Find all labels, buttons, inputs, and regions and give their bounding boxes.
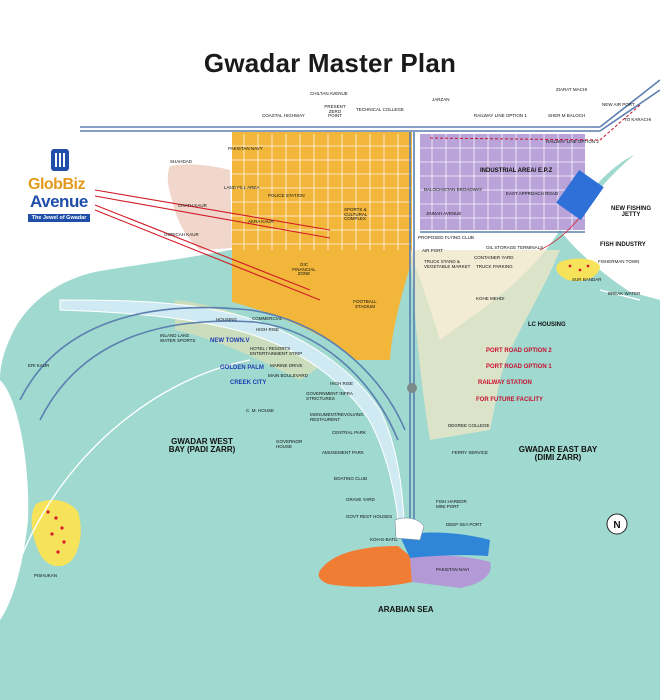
label-truck-parking: TRUCK PARKING — [476, 264, 513, 269]
label-sur-bandar: SUR BANDAR — [572, 277, 602, 282]
label-truck-stand: TRUCK STAND & VEGETABLE MARKET — [424, 259, 471, 269]
label-balochistan-broadway: BALOCHISTAN BROADWAY — [424, 187, 483, 192]
city-grid-south — [232, 232, 412, 360]
label-sher-m-baloch: SHER M BALOCH — [548, 113, 586, 118]
label-port-road-option2: PORT ROAD OPTION 2 — [486, 348, 552, 354]
label-eri-kaur: ERI KAUR — [28, 363, 50, 368]
compass-letter: N — [613, 520, 620, 531]
label-marine-drive: MARINE DRIVE — [270, 363, 303, 368]
map-title: Gwadar Master Plan — [203, 48, 457, 78]
label-flying-club: PROPOSED FLYING CLUB — [418, 235, 474, 240]
logo-word-avenue: Avenue — [30, 192, 88, 211]
label-hotel-resorts: HOTEL / RESORTS ENTERTAINMENT STRIP — [250, 346, 303, 356]
shahdad-area — [167, 164, 232, 250]
label-fish-harbor: FISH HARBOR MINI PORT — [436, 499, 467, 509]
label-fish-industry: FISH INDUSTRY — [600, 242, 646, 248]
label-football-stadium: FOOTBALL STADIUM — [353, 299, 377, 309]
label-akra-kaur: AKRA KAUR — [248, 219, 274, 224]
label-west-bay: GWADAR WEST BAY (PADI ZARR) — [168, 437, 236, 454]
label-police-station: POLICE STATION — [268, 193, 305, 198]
label-arabian-sea: ARABIAN SEA — [378, 605, 434, 614]
label-industrial-area: INDUSTRIAL AREA/ E.P.Z — [480, 168, 553, 174]
label-pakistan-navi: PAKISTAN NAVI — [436, 567, 470, 572]
label-high-rise-2: HIGH RISE — [330, 381, 354, 386]
label-boating-club: BOATING CLUB — [334, 476, 368, 481]
west-coast — [0, 380, 29, 620]
label-to-karachi: TO KARACHI — [624, 117, 652, 122]
label-for-future-facility: FOR FUTURE FACILITY — [476, 397, 543, 403]
label-degree-college: DEGREE COLLEGE — [448, 423, 490, 428]
north-compass-icon: N — [606, 513, 628, 535]
label-golden-palm: GOLDEN PALM — [220, 365, 264, 371]
label-port-road-option1: PORT ROAD OPTION 1 — [486, 364, 552, 370]
label-pishukan: PISHUKAN — [34, 573, 58, 578]
koh-e-batil-orange — [318, 546, 412, 587]
label-govt-rest-houses: GOVT REST HOUSES — [346, 514, 393, 519]
logo-tagline: The Jewel of Gwadar — [28, 214, 90, 222]
future-facility-area — [410, 250, 560, 440]
label-inland-lake: INLAND LAKE WATER SPORTS — [160, 333, 196, 343]
label-fisherman-town: FISHERMAN TOWN — [598, 259, 640, 264]
fisherman-town — [556, 258, 600, 282]
building-icon — [51, 149, 69, 171]
pishukan-area — [31, 499, 81, 567]
label-deep-sea-port: DEEP SEA PORT — [446, 522, 482, 527]
label-east-bay: GWADAR EAST BAY (DIMI ZARR) — [518, 445, 598, 462]
label-monument: MONUMENT/REVOLVING RESTAURENT — [310, 412, 364, 422]
logo-word-globbiz: GlobBiz — [28, 176, 85, 193]
label-govt-infra: GOVERNMENT INFRA STRICTURES — [306, 391, 353, 401]
label-coastal-highway: COASTAL HIGHWAY — [262, 113, 305, 118]
label-koh-e-batil: KOH-E-BATIL — [370, 537, 398, 542]
label-jarzan: JARZAN — [432, 97, 450, 102]
label-governor-house: GOVERNOR HOUSE — [276, 439, 303, 449]
label-kohe-mehdi: KOHE MEHDI — [476, 296, 505, 301]
label-lc-housing: LC HOUSING — [528, 322, 566, 328]
label-commercial: COMMERCIAL — [252, 316, 283, 321]
label-jinnah-avenue: JINNAH AVENUE — [426, 211, 462, 216]
label-break-water: BREAK WATER — [608, 291, 641, 296]
label-new-air-port: NEW AIR PORT — [602, 102, 635, 107]
label-central-park: CENTRAL PARK — [332, 430, 367, 435]
label-east-approach-road: EAST APPROACH ROAD — [506, 191, 559, 196]
label-ferry-service: FERRY SERVICE — [452, 450, 489, 455]
east-coast — [560, 140, 660, 300]
label-grave-yard: GRAVE YARD — [346, 497, 375, 502]
label-creek-city: CREEK CITY — [230, 380, 267, 386]
label-railway-option1-top: RAILWAY LINE OPTION 1 — [474, 113, 527, 118]
label-cm-house: C. M. HOUSE — [246, 408, 275, 413]
label-ziarat-machi: ZIARAT MACHI — [556, 87, 588, 92]
label-amusement-park: AMUSEMENT PARK — [322, 450, 364, 455]
label-housing: HOUSING — [216, 317, 238, 322]
label-shahdad: SHAHDAD — [170, 159, 193, 164]
label-chath-kaur: CHATH KAUR — [178, 203, 207, 208]
label-pakistan-navy-top: PAKISTAN NAVY — [228, 146, 263, 151]
koh-e-batil-purple — [410, 555, 491, 588]
label-chiltan-avenue: CHILTAN AVENUE — [310, 91, 348, 96]
label-high-rise-1: HIGH RISE — [256, 327, 280, 332]
deep-sea-port — [400, 532, 490, 558]
label-new-town-v: NEW TOWN.V — [210, 338, 250, 344]
label-goricah-kaur: GORICAH KAUR — [164, 232, 199, 237]
industrial-area — [420, 134, 585, 230]
label-land-fill-area: LAND FILL AREA — [224, 185, 260, 190]
label-financial-zone: GIC FINANCIAL ZONE — [292, 262, 316, 276]
label-main-boulevard: MAIN BOULEVARD — [268, 373, 308, 378]
label-air-port: AIR PORT — [422, 248, 444, 253]
label-container-yard: CONTAINER YARD — [474, 255, 514, 260]
label-railway-station: RAILWAY STATION — [478, 380, 532, 386]
label-present-zero-point: PRESENT ZERO POINT — [324, 104, 346, 118]
label-railway-option2: RAILWAY LINE OPTION 2 — [546, 139, 599, 144]
label-technical-college: TECHNICAL COLLEGE — [356, 107, 404, 112]
label-oil-storage: OIL STORAGE TERMINALS — [486, 245, 544, 250]
fishing-jetty — [556, 170, 604, 220]
label-new-fishing-jetty: NEW FISHING JETTY — [611, 206, 651, 218]
label-sports-complex: SPORTS & CULTURAL COMPLEX — [344, 207, 368, 221]
